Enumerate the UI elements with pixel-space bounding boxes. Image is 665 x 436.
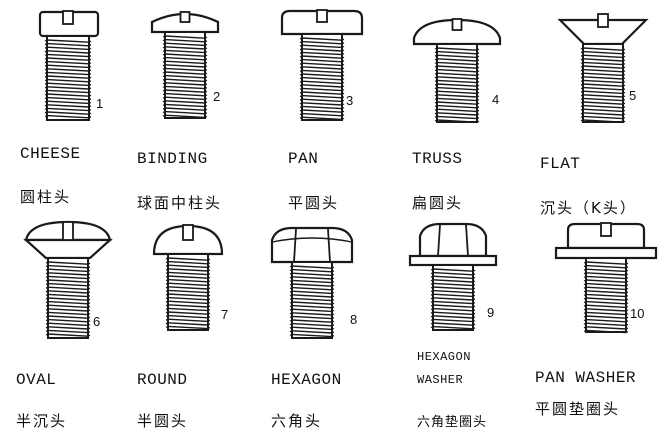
- screw-number-6: 6: [93, 314, 101, 329]
- screw-number-10: 10: [630, 306, 645, 321]
- label-cn-hexagon: 六角头: [271, 412, 323, 430]
- label-en-truss: TRUSS: [412, 150, 463, 168]
- screw-number-1: 1: [96, 96, 104, 111]
- label-en-binding: BINDING: [137, 150, 208, 168]
- pan-washer-head-icon: [554, 222, 658, 334]
- label-cn-flat: 沉头（K头）: [540, 199, 637, 217]
- screw-number-3: 3: [346, 93, 354, 108]
- label-en-hexagon-washer-line2: WASHER: [417, 373, 464, 387]
- screw-number-2: 2: [213, 89, 221, 104]
- label-cn-hexagon-washer: 六角垫圈头: [417, 415, 488, 430]
- label-en-flat: FLAT: [540, 155, 581, 173]
- label-en-hexagon-washer-line1: HEXAGON: [417, 350, 471, 364]
- screw-number-7: 7: [221, 307, 229, 322]
- oval-head-icon: [23, 220, 113, 339]
- binding-head-icon: [150, 11, 220, 119]
- label-cn-binding: 球面中柱头: [137, 194, 223, 212]
- label-cn-truss: 扁圆头: [412, 194, 464, 212]
- flat-head-icon: [557, 13, 649, 123]
- label-cn-cheese: 圆柱头: [20, 188, 72, 206]
- label-en-pan-washer: PAN WASHER: [535, 369, 637, 387]
- pan-head-icon: [280, 9, 364, 121]
- cheese-head-icon: [38, 10, 100, 121]
- round-head-icon: [152, 224, 224, 331]
- label-en-hexagon: HEXAGON: [271, 371, 342, 389]
- label-cn-oval: 半沉头: [16, 412, 68, 430]
- label-cn-round: 半圆头: [137, 412, 189, 430]
- screw-number-9: 9: [487, 305, 495, 320]
- label-cn-pan: 平圆头: [288, 194, 340, 212]
- label-en-pan: PAN: [288, 150, 319, 168]
- label-cn-pan-washer: 平圆垫圈头: [535, 400, 621, 418]
- screw-number-8: 8: [350, 312, 358, 327]
- label-en-cheese: CHEESE: [20, 145, 81, 163]
- label-en-round: ROUND: [137, 371, 188, 389]
- hexagon-washer-head-icon: [408, 222, 498, 331]
- truss-head-icon: [412, 18, 502, 123]
- screw-number-5: 5: [629, 88, 637, 103]
- screw-number-4: 4: [492, 92, 500, 107]
- hexagon-head-icon: [270, 226, 354, 339]
- label-en-oval: OVAL: [16, 371, 57, 389]
